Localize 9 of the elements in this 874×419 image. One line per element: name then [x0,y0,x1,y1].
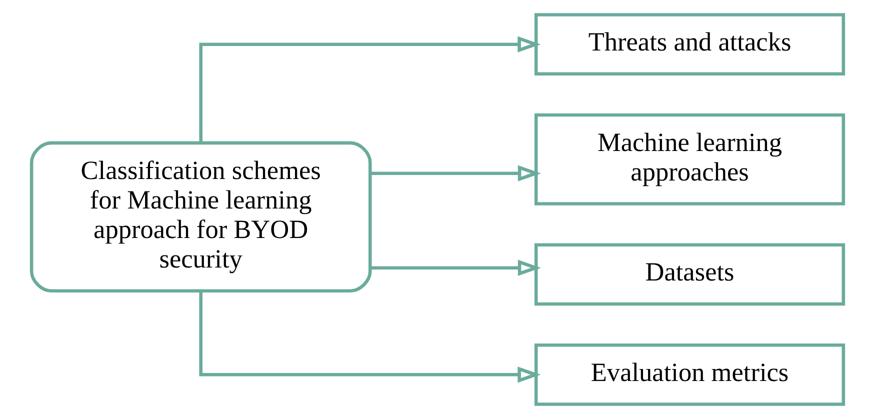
arrow [370,165,540,182]
node-box: Datasets [534,243,845,306]
arrow [370,260,540,276]
node-box: Evaluation metrics [534,343,845,406]
arrow [198,291,540,383]
node-box: Machine learning approaches [534,113,845,206]
arrow [198,36,540,143]
node-box: Threats and attacks [534,13,845,76]
node-box: Classification schemes for Machine learning approach for BYOD security [29,141,372,292]
